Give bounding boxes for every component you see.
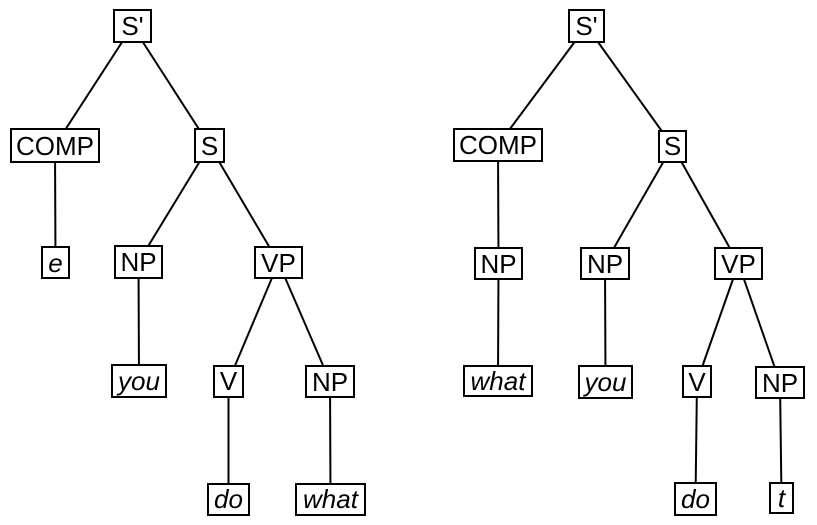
tree-node-right-np-subj: NP bbox=[580, 247, 630, 280]
tree-edge-right-s-np-subj bbox=[604, 145, 674, 264]
tree-edge-left-vp-v bbox=[227, 262, 280, 382]
tree-edge-left-np-subj-you bbox=[137, 261, 140, 382]
tree-node-left-comp: COMP bbox=[10, 128, 100, 163]
tree-node-left-what: what bbox=[295, 482, 366, 516]
tree-node-left-you: you bbox=[111, 364, 167, 398]
tree-edge-right-np-subj-you bbox=[604, 263, 607, 382]
tree-node-right-comp: COMP bbox=[453, 128, 543, 162]
tree-node-right-np-comp: NP bbox=[474, 247, 523, 280]
tree-node-right-do: do bbox=[674, 482, 717, 516]
tree-edge-right-v-do bbox=[694, 381, 698, 500]
tree-node-right-you: you bbox=[578, 364, 633, 399]
tree-node-right-sbar: S' bbox=[568, 9, 605, 43]
tree-edge-right-vp-np-obj bbox=[737, 263, 781, 383]
tree-edge-right-sbar-s bbox=[585, 25, 674, 147]
tree-edge-right-comp-np-comp bbox=[497, 144, 500, 264]
tree-edge-right-vp-v bbox=[696, 263, 740, 382]
tree-edge-right-np-obj-t bbox=[779, 382, 783, 499]
tree-node-right-v: V bbox=[682, 365, 712, 398]
tree-edge-left-sbar-comp bbox=[54, 25, 134, 147]
tree-node-right-vp: VP bbox=[714, 247, 763, 280]
tree-node-left-np-subj: NP bbox=[114, 245, 163, 279]
tree-node-left-v: V bbox=[213, 364, 244, 398]
tree-edge-left-s-np-subj bbox=[137, 144, 211, 263]
tree-node-right-what: what bbox=[463, 365, 533, 397]
tree-node-right-s: S bbox=[658, 129, 687, 163]
tree-node-left-e: e bbox=[41, 246, 70, 279]
tree-edge-left-np-obj-what bbox=[329, 381, 332, 500]
tree-node-left-vp: VP bbox=[254, 246, 303, 279]
tree-edge-left-sbar-s bbox=[131, 25, 211, 147]
tree-node-right-np-obj: NP bbox=[755, 366, 805, 399]
tree-node-left-s: S bbox=[194, 128, 225, 163]
tree-edge-right-np-comp-what bbox=[497, 263, 500, 382]
tree-edge-left-s-vp bbox=[208, 144, 280, 264]
tree-node-left-do: do bbox=[207, 482, 250, 516]
tree-edge-left-comp-e bbox=[54, 145, 57, 263]
tree-edge-left-vp-np-obj bbox=[277, 262, 331, 382]
tree-edge-right-s-vp bbox=[671, 145, 740, 264]
tree-edge-right-sbar-comp bbox=[497, 25, 588, 146]
tree-node-right-t: t bbox=[769, 482, 794, 514]
tree-node-left-np-obj: NP bbox=[305, 365, 355, 398]
tree-node-left-sbar: S' bbox=[113, 9, 152, 43]
